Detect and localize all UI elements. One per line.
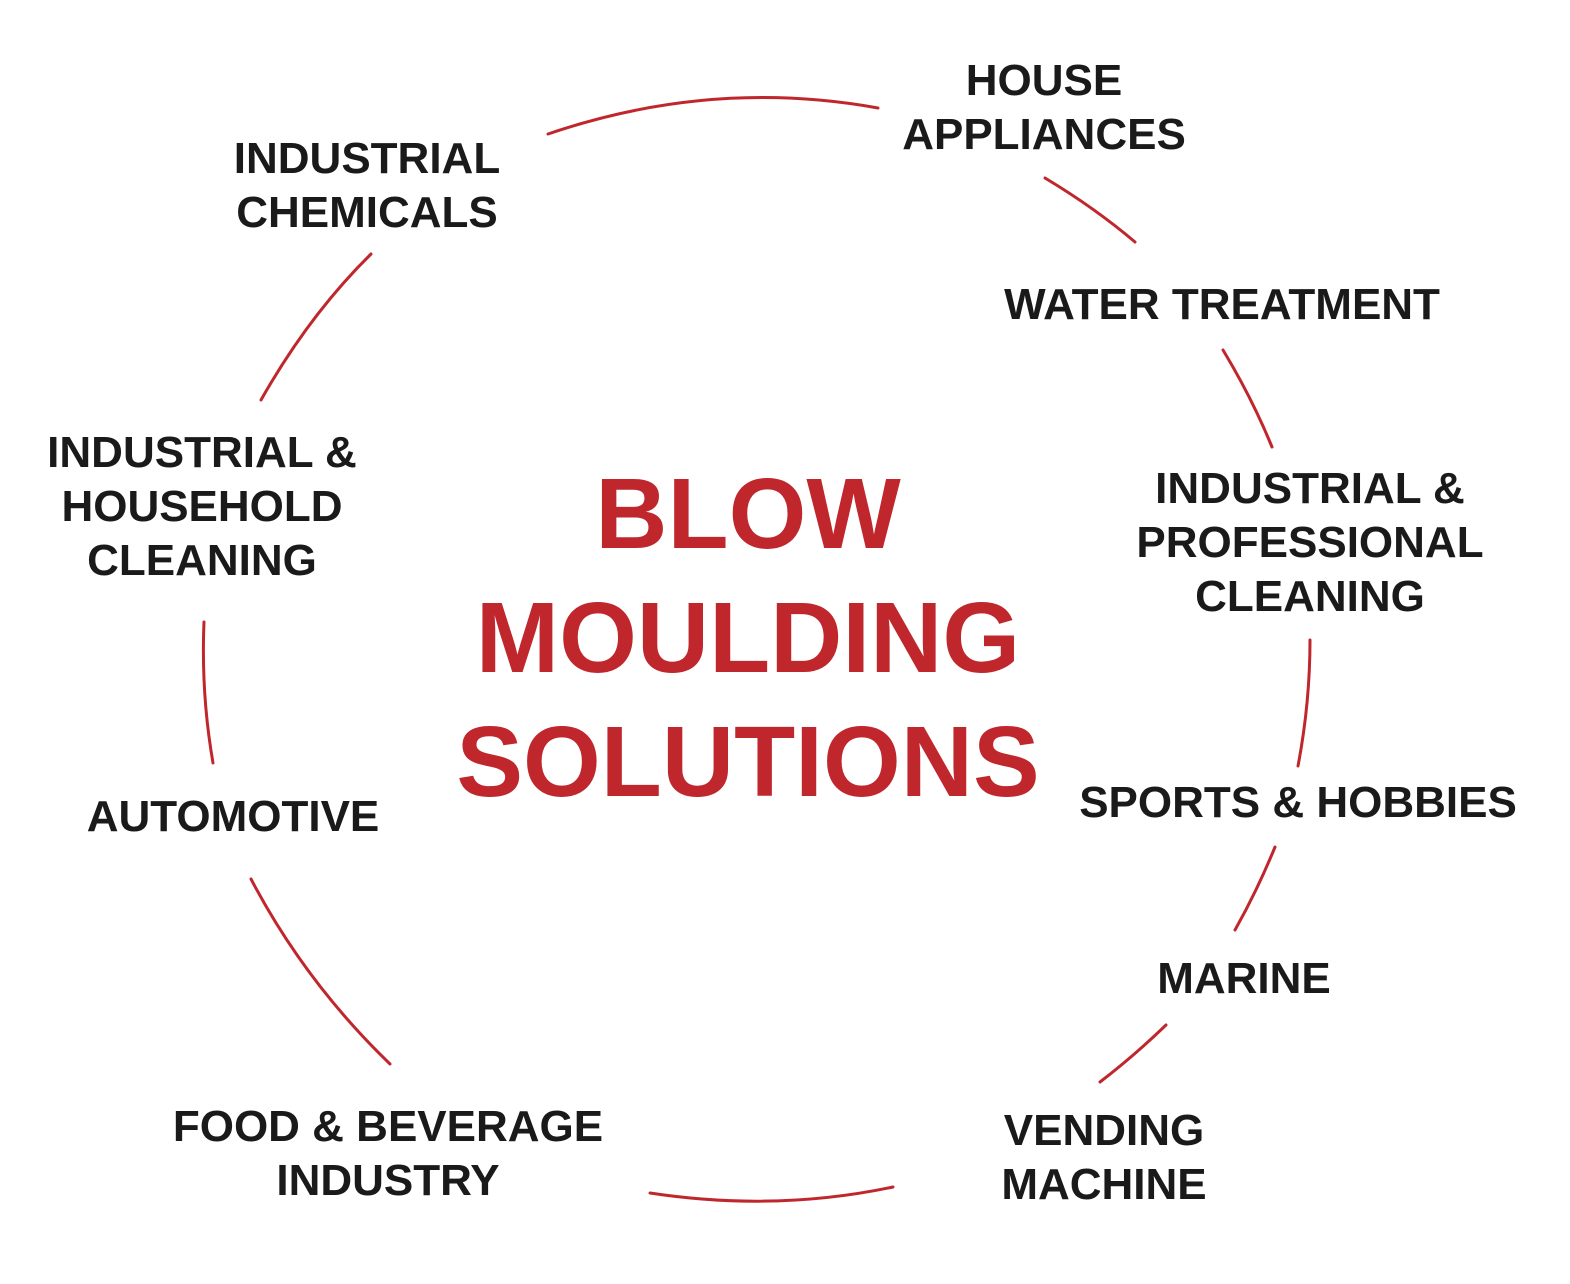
industry-label-line: INDUSTRIAL [233, 134, 501, 183]
industry-label-line: HOUSEHOLD [61, 482, 343, 531]
center-title-line-2: MOULDING [475, 582, 1021, 694]
ring-arc-top-left [259, 252, 373, 402]
ring-arc-top-right [1043, 176, 1137, 244]
industry-label-line: INDUSTRIAL & [47, 428, 357, 477]
ring-arc-right-upper [1221, 348, 1274, 449]
industry-label-line: APPLIANCES [902, 110, 1186, 159]
industry-label-line: PROFESSIONAL [1136, 518, 1484, 567]
industry-marine: MARINE [1140, 952, 1348, 1006]
center-title: BLOW MOULDING SOLUTIONS [448, 452, 1048, 824]
industry-label-line: MARINE [1157, 954, 1331, 1003]
center-title-line-3: SOLUTIONS [456, 706, 1040, 818]
industry-label-line: VENDING [1003, 1106, 1205, 1155]
industry-label-line: AUTOMOTIVE [86, 792, 380, 841]
industry-industrial-professional-cleaning: INDUSTRIAL & PROFESSIONAL CLEANING [1115, 462, 1505, 624]
industry-food-beverage: FOOD & BEVERAGE INDUSTRY [150, 1100, 626, 1208]
ring-arc-right [1296, 638, 1312, 768]
industry-industrial-chemicals: INDUSTRIAL CHEMICALS [214, 132, 520, 240]
industry-label-line: INDUSTRIAL & [1155, 464, 1465, 513]
industry-industrial-household-cleaning: INDUSTRIAL & HOUSEHOLD CLEANING [24, 426, 380, 588]
industry-label-line: CHEMICALS [236, 188, 498, 237]
industry-water-treatment: WATER TREATMENT [984, 278, 1460, 332]
ring-arc-right-lower [1233, 845, 1277, 932]
industry-sports-hobbies: SPORTS & HOBBIES [1058, 776, 1538, 830]
ring-arc-left [201, 620, 215, 765]
ring-arc-bottom [648, 1185, 895, 1203]
ring-arc-bottom-right [1098, 1023, 1168, 1084]
industry-label-line: CLEANING [1195, 572, 1425, 621]
ring-arc-top [546, 96, 880, 136]
industry-label-line: MACHINE [1001, 1160, 1207, 1209]
industry-vending-machine: VENDING MACHINE [982, 1104, 1226, 1212]
ring-arc-bottom-left [249, 877, 392, 1066]
industry-label-line: SPORTS & HOBBIES [1079, 778, 1517, 827]
industry-house-appliances: HOUSE APPLIANCES [888, 54, 1200, 162]
industry-label-line: INDUSTRY [276, 1156, 500, 1205]
industry-label-line: CLEANING [87, 536, 317, 585]
center-title-line-1: BLOW [595, 458, 901, 570]
industry-label-line: WATER TREATMENT [1004, 280, 1440, 329]
industry-label-line: HOUSE [965, 56, 1123, 105]
industry-label-line: FOOD & BEVERAGE [172, 1102, 604, 1151]
industry-automotive: AUTOMOTIVE [66, 790, 400, 844]
